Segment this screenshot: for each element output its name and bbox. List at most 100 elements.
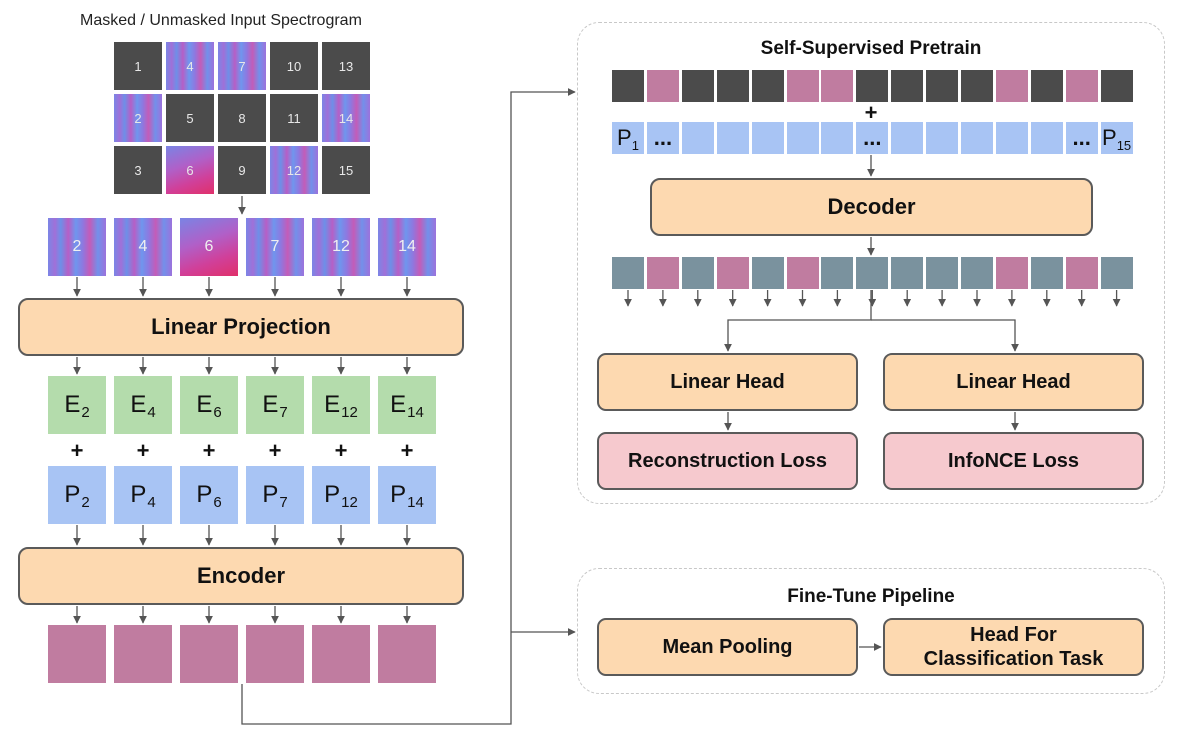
- pretrain-title: Self-Supervised Pretrain: [760, 38, 982, 59]
- decoded-token: [646, 257, 679, 289]
- pretrain-token: [681, 70, 714, 102]
- reconstruction-loss-block: Reconstruction Loss: [597, 432, 858, 490]
- grid-patch-15: 15: [322, 146, 370, 194]
- pretrain-position-token: [961, 122, 993, 154]
- pretrain-position-token: [716, 122, 749, 154]
- label-base: E: [390, 391, 407, 418]
- pretrain-token: [716, 70, 749, 102]
- pretrain-position-token: [786, 122, 819, 154]
- visible-patch-14: 14: [378, 218, 436, 276]
- pretrain-position-token: [926, 122, 959, 154]
- pretrain-token: [821, 70, 854, 102]
- plus-sign: +: [268, 438, 282, 463]
- label-base: E: [262, 391, 279, 418]
- pretrain-position-token: [751, 122, 784, 154]
- decoded-token: [681, 257, 714, 289]
- linear-head-left: Linear Head: [597, 353, 858, 411]
- pretrain-token: [751, 70, 784, 102]
- grid-patch-4: 4: [166, 42, 214, 90]
- label-sub: 2: [81, 493, 90, 511]
- decoded-token: [891, 257, 924, 289]
- pretrain-token: [995, 70, 1028, 102]
- grid-patch-9: 9: [218, 146, 266, 194]
- grid-patch-12: 12: [270, 146, 318, 194]
- grid-patch-10: 10: [270, 42, 318, 90]
- pretrain-token: [961, 70, 993, 102]
- label-sub: 4: [147, 493, 156, 511]
- label-sub: 7: [279, 403, 288, 421]
- label-base: P: [130, 481, 147, 508]
- decoded-token: [821, 257, 854, 289]
- finetune-title: Fine-Tune Pipeline: [787, 586, 955, 607]
- pretrain-token: [856, 70, 889, 102]
- label-sub: 12: [341, 493, 358, 511]
- plus-sign: +: [136, 438, 150, 463]
- decoded-token: [995, 257, 1028, 289]
- pretrain-position-token: ...: [1065, 122, 1098, 154]
- label-base: P: [617, 125, 632, 150]
- pretrain-position-token: [821, 122, 854, 154]
- pretrain-token: [1065, 70, 1098, 102]
- label-sub: 6: [213, 493, 222, 511]
- label-base: P: [324, 481, 341, 508]
- visible-patch-2: 2: [48, 218, 106, 276]
- encoder-output-token: [246, 625, 304, 683]
- label-base: P: [1102, 125, 1117, 150]
- decoded-token: [1100, 257, 1133, 289]
- pretrain-panel: [577, 22, 1165, 504]
- pretrain-token: [646, 70, 679, 102]
- classification-head-line2: Classification Task: [923, 648, 1104, 670]
- visible-patch-7: 7: [246, 218, 304, 276]
- visible-patch-12: 12: [312, 218, 370, 276]
- linear-projection-block: Linear Projection: [18, 298, 464, 356]
- label-sub: 12: [341, 403, 358, 421]
- decoded-token: [961, 257, 993, 289]
- pretrain-position-token: [681, 122, 714, 154]
- decoded-token: [1065, 257, 1098, 289]
- grid-patch-1: 1: [114, 42, 162, 90]
- decoded-token: [1030, 257, 1063, 289]
- infonce-loss-block: InfoNCE Loss: [883, 432, 1144, 490]
- label-base: E: [196, 391, 213, 418]
- label-sub: 14: [407, 403, 424, 421]
- input-title: Masked / Unmasked Input Spectrogram: [80, 12, 362, 29]
- grid-patch-14: 14: [322, 94, 370, 142]
- decoder-block: Decoder: [650, 178, 1093, 236]
- grid-patch-2: 2: [114, 94, 162, 142]
- label-sub: 2: [81, 403, 90, 421]
- linear-head-right: Linear Head: [883, 353, 1144, 411]
- plus-sign: +: [202, 438, 216, 463]
- decoded-token: [751, 257, 784, 289]
- grid-patch-7: 7: [218, 42, 266, 90]
- pretrain-position-token: [891, 122, 924, 154]
- pretrain-position-token: ...: [856, 122, 889, 154]
- encoder-output-token: [180, 625, 238, 683]
- decoded-token: [856, 257, 889, 289]
- decoded-token: [786, 257, 819, 289]
- pretrain-token: [612, 70, 644, 102]
- grid-patch-3: 3: [114, 146, 162, 194]
- classification-head-line1: Head For: [970, 624, 1057, 646]
- pretrain-token: [1100, 70, 1133, 102]
- decoded-token: [716, 257, 749, 289]
- finetune-panel: [577, 568, 1165, 694]
- visible-patch-6: 6: [180, 218, 238, 276]
- decoded-token: [612, 257, 644, 289]
- encoder-output-token: [378, 625, 436, 683]
- label-base: E: [324, 391, 341, 418]
- mean-pooling-block: Mean Pooling: [597, 618, 858, 676]
- plus-sign: +: [400, 438, 414, 463]
- visible-patch-4: 4: [114, 218, 172, 276]
- plus-sign: +: [334, 438, 348, 463]
- pretrain-position-token: [995, 122, 1028, 154]
- label-sub: 14: [407, 493, 424, 511]
- encoder-block: Encoder: [18, 547, 464, 605]
- grid-patch-5: 5: [166, 94, 214, 142]
